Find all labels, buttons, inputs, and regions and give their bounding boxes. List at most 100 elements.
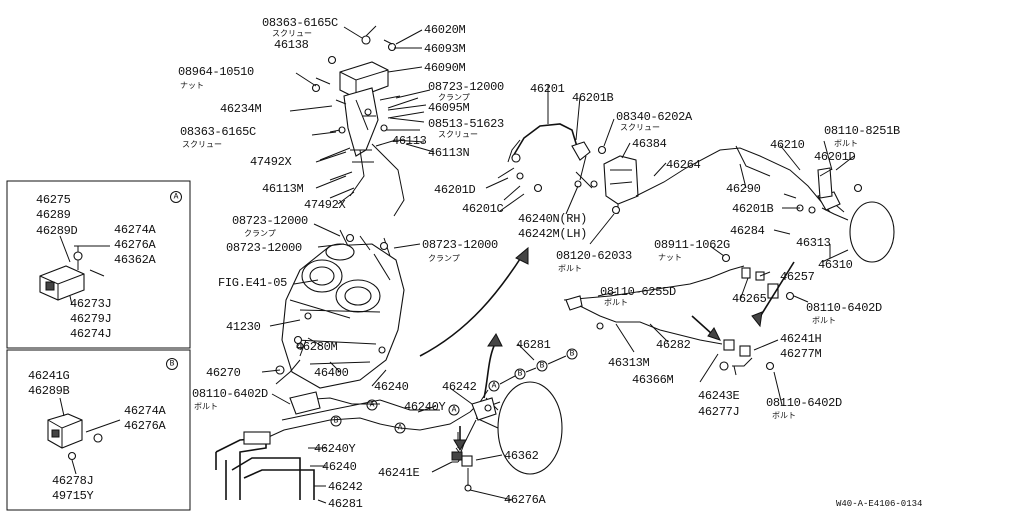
label-60-type: ボルト <box>772 411 796 421</box>
label-31: 46201B <box>572 91 614 105</box>
arrow-head-3 <box>453 439 467 451</box>
inset-b-part-1: 46241G <box>28 369 70 383</box>
inset-a-part-6: 46362A <box>114 253 157 267</box>
inset-b-part-6: 49715Y <box>52 489 94 503</box>
label-42: 46201D <box>814 150 856 164</box>
label-33: 46384 <box>632 137 667 151</box>
inset-b-part-2: 46289B <box>28 384 70 398</box>
label-21: 46280M <box>296 340 338 354</box>
bracket-drawing-a <box>39 235 110 306</box>
cable-upper-drawing <box>497 123 831 215</box>
label-35: 46201D <box>434 183 476 197</box>
arrow-head-1 <box>515 246 529 265</box>
label-18: 08723-12000 <box>422 238 498 252</box>
label-23: 46400 <box>314 366 349 380</box>
arrow-head-5 <box>707 327 721 341</box>
callout-a1: A <box>370 401 375 410</box>
label-48: 46310 <box>818 258 853 272</box>
label-10: 08363-6165C <box>180 125 256 139</box>
label-18-type: クランプ <box>428 254 460 264</box>
arrow-head-2 <box>487 333 503 347</box>
ref-circle-b <box>166 358 178 370</box>
label-0: 08363-6165C <box>262 16 338 30</box>
label-55: 46241H <box>780 332 822 346</box>
inset-a-part-9: 46274J <box>70 327 111 341</box>
inset-panel-a: A 46275 46289 46289D 46274A 46276A 46362… <box>6 180 191 349</box>
label-44: 46201B <box>732 202 774 216</box>
label-65: 46362 <box>504 449 539 463</box>
label-3: 46093M <box>424 42 466 56</box>
label-5: 08964-10510 <box>178 65 254 79</box>
label-51-type: ボルト <box>604 298 628 308</box>
label-17: 08723-12000 <box>226 241 302 255</box>
callout-b3: B <box>540 362 545 371</box>
label-25: 08110-6402D <box>192 387 268 401</box>
callout-b4: B <box>570 350 575 359</box>
label-41: 08110-8251B <box>824 124 900 138</box>
label-47: 08911-1062G <box>654 238 730 252</box>
inset-a-part-8: 46279J <box>70 312 111 326</box>
label-6: 08723-12000 <box>428 80 504 94</box>
label-34: 46264 <box>666 158 701 172</box>
label-37: 46240N(RH) <box>518 212 587 226</box>
inset-a-mark: A <box>174 193 179 202</box>
label-28: 46242 <box>328 480 363 494</box>
label-56: 46277M <box>780 347 822 361</box>
label-1: 46138 <box>274 38 309 52</box>
label-61: 46281 <box>516 338 551 352</box>
label-10-type: スクリュー <box>182 140 222 150</box>
label-27: 46240 <box>322 460 357 474</box>
callout-b1: B <box>334 417 339 426</box>
inset-b-mark: B <box>170 360 175 369</box>
ref-circle-a <box>170 191 182 203</box>
label-19: FIG.E41-05 <box>218 276 287 290</box>
label-9: 08513-51623 <box>428 117 504 131</box>
lever-assembly-drawing <box>311 25 425 217</box>
callout-a4: A <box>492 382 497 391</box>
inset-a-part-5: 46276A <box>114 238 157 252</box>
inset-a-part-7: 46273J <box>70 297 111 311</box>
label-8: 46095M <box>428 101 470 115</box>
callout-b2: B <box>518 370 523 379</box>
label-2: 46020M <box>424 23 466 37</box>
label-9-type: スクリュー <box>438 130 478 140</box>
label-62: 46242 <box>442 380 477 394</box>
diagram-code: W40-A-E4106-0134 <box>836 499 922 509</box>
label-20: 41230 <box>226 320 261 334</box>
label-60: 08110-6402D <box>766 396 842 410</box>
label-50: 46265 <box>732 292 767 306</box>
inset-a-part-4: 46274A <box>114 223 157 237</box>
label-40: 46210 <box>770 138 805 152</box>
label-26: 46240Y <box>314 442 356 456</box>
arrow-head-4 <box>751 311 763 328</box>
label-45: 46284 <box>730 224 765 238</box>
label-59: 46277J <box>698 405 739 419</box>
direction-arrows <box>419 246 795 451</box>
label-0-type: スクリュー <box>272 29 312 39</box>
label-63: 46240Y <box>404 400 446 414</box>
label-64: 46241E <box>378 466 420 480</box>
label-54: 46313M <box>608 356 650 370</box>
label-57: 46366M <box>632 373 674 387</box>
label-4: 46090M <box>424 61 466 75</box>
label-14: 46113M <box>262 182 304 196</box>
label-53: 46282 <box>656 338 691 352</box>
label-22: 46270 <box>206 366 241 380</box>
label-52-type: ボルト <box>812 316 836 326</box>
callout-a3: A <box>452 406 457 415</box>
label-16: 08723-12000 <box>232 214 308 228</box>
label-6-type: クランプ <box>438 93 470 103</box>
inset-panel-b: B 46241G 46289B 46274A 46276A 46278J 497… <box>6 349 191 511</box>
inset-b-part-5: 46278J <box>52 474 93 488</box>
label-58: 46243E <box>698 389 740 403</box>
label-66: 46276A <box>504 493 547 507</box>
inset-a-part-2: 46289 <box>36 208 71 222</box>
label-24: 46240 <box>374 380 409 394</box>
inset-a-part-1: 46275 <box>36 193 71 207</box>
bracket-drawing-b <box>47 397 121 475</box>
label-39-type: ボルト <box>558 264 582 274</box>
label-12: 46113N <box>428 146 470 160</box>
label-46: 46313 <box>796 236 831 250</box>
label-36: 46201C <box>462 202 504 216</box>
